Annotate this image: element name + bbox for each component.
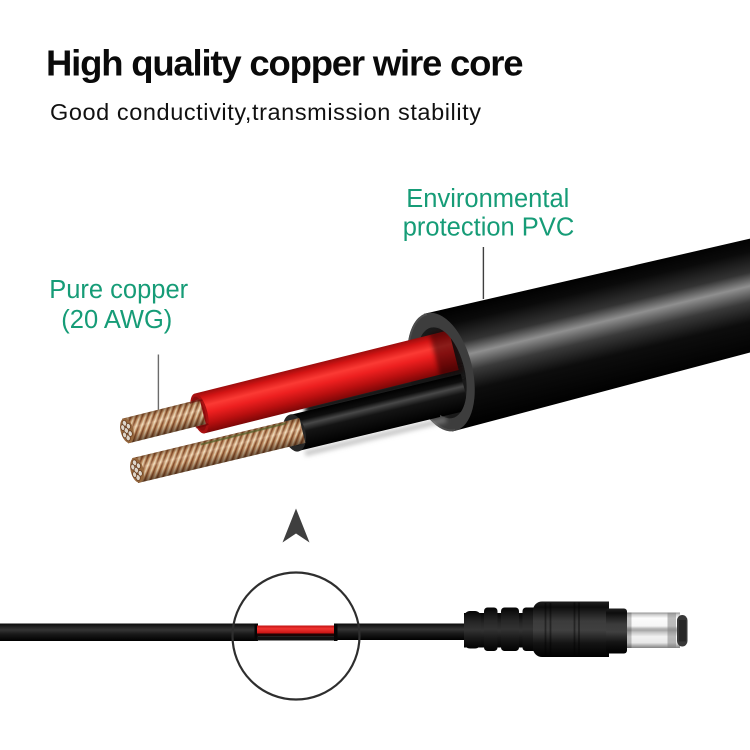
svg-text:Environmental: Environmental	[406, 185, 569, 213]
svg-text:High quality copper wire core: High quality copper wire core	[46, 43, 523, 84]
svg-text:(20 AWG): (20 AWG)	[61, 306, 172, 334]
svg-text:protection PVC: protection PVC	[403, 214, 575, 242]
svg-text:Good conductivity,transmission: Good conductivity,transmission stability	[50, 99, 482, 125]
svg-text:Pure copper: Pure copper	[49, 276, 188, 304]
